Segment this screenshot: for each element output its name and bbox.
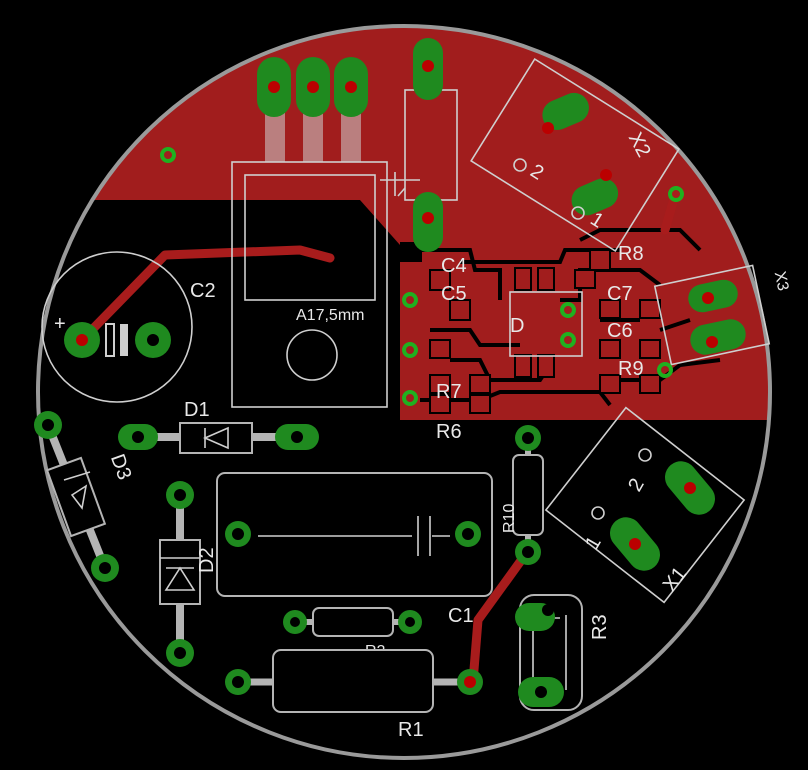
c5-label: C5 <box>441 283 467 305</box>
top-diode <box>380 38 458 252</box>
capacitor-c2: + C2 <box>41 251 216 403</box>
connector-x2 <box>470 57 680 253</box>
d2-label: D2 <box>196 547 218 573</box>
ic-outline: D <box>509 291 583 357</box>
board-outline <box>36 24 772 760</box>
regulator: A17,5mm <box>231 57 388 408</box>
resistor-r10: R10 <box>501 425 544 565</box>
d3-label: D3 <box>106 451 135 483</box>
x2-pin-hole <box>600 169 612 181</box>
copper-pour <box>38 26 770 420</box>
resistor-r3: R3 <box>515 594 611 711</box>
diode-d1: D1 <box>118 399 319 454</box>
r8-label: R8 <box>618 243 644 265</box>
c2-plus-label: + <box>54 313 66 335</box>
x2-pin-hole <box>542 122 554 134</box>
regulator-label: A17,5mm <box>296 307 364 324</box>
x2-pin2-marker <box>513 158 527 172</box>
smd-pads <box>429 249 661 414</box>
x1-pin1-label: 1 <box>581 533 606 554</box>
d1-label: D1 <box>184 399 210 421</box>
c4-label: C4 <box>441 255 467 277</box>
x2-pin1-marker <box>571 206 585 220</box>
r3-label: R3 <box>589 614 611 640</box>
r10-label: R10 <box>501 504 518 533</box>
capacitor-c1: C1 <box>216 472 493 627</box>
x3-label: X3 <box>771 270 792 293</box>
vias <box>160 147 684 406</box>
r1-label: R1 <box>398 719 424 741</box>
pour-isolation <box>410 228 721 407</box>
r9-label: R9 <box>618 358 644 380</box>
c6-label: C6 <box>607 320 633 342</box>
c7-label: C7 <box>607 283 633 305</box>
c2-label: C2 <box>190 280 216 302</box>
r7-label: R7 <box>436 381 462 403</box>
r6-label: R6 <box>436 421 462 443</box>
x1-pin2-label: 2 <box>624 475 649 496</box>
c1-label: C1 <box>448 605 474 627</box>
ic-label: D <box>510 315 524 337</box>
connector-x1: 2 1 X1 <box>544 406 746 604</box>
x1-label: X1 <box>659 563 691 596</box>
connector-x3: X3 <box>653 264 792 366</box>
diode-d2: D2 <box>159 481 218 667</box>
resistor-r1: R1 <box>225 649 483 741</box>
